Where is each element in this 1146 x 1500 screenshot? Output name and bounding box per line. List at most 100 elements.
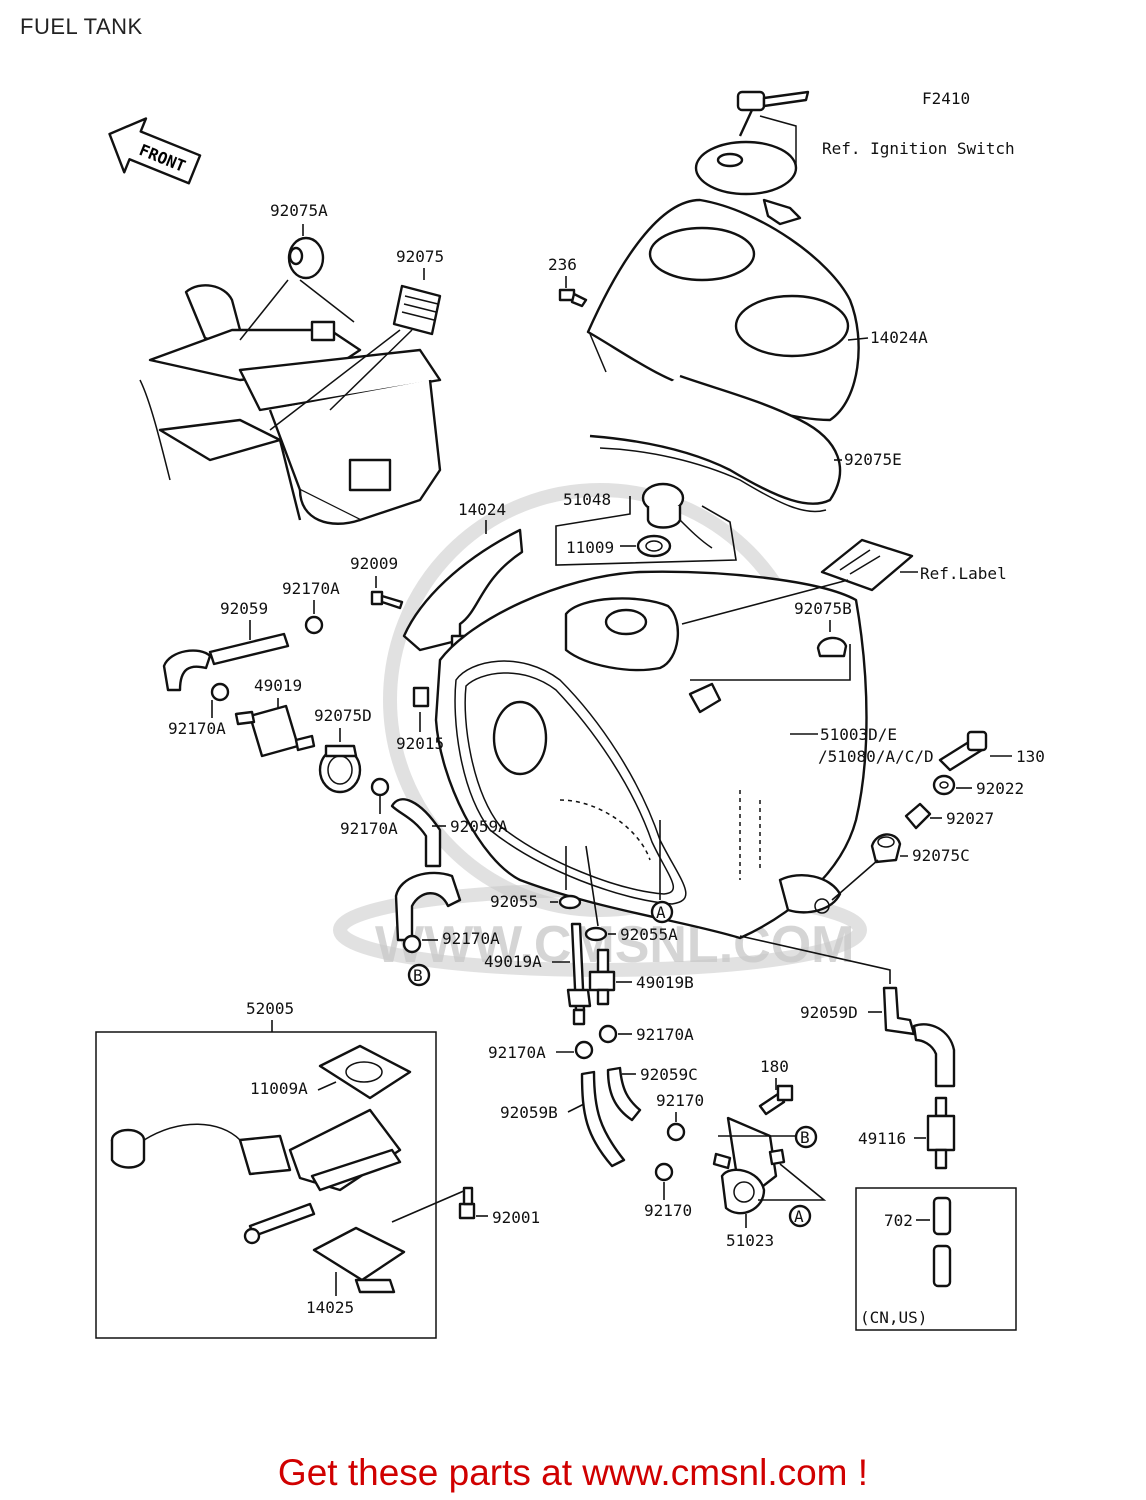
marker-b-1-text: B — [413, 966, 423, 985]
spacer-92075A-icon — [239, 236, 355, 341]
part-label-51023: 51023 — [726, 1231, 774, 1250]
hose-702-icon — [932, 1196, 952, 1288]
marker-b-2-icon: B — [794, 1125, 818, 1149]
marker-a-2-text: A — [794, 1207, 804, 1226]
part-label-92059A: 92059A — [450, 817, 508, 836]
tank-cover-14024A — [586, 198, 860, 422]
part-label-92059: 92059 — [220, 599, 268, 618]
part-label-92170A-6: 92170A — [488, 1043, 546, 1062]
hose-92059-icon — [162, 632, 290, 692]
watermark-text: WWW.CMSNL.COM — [375, 916, 854, 974]
part-label-92170A-4: 92170A — [442, 929, 500, 948]
part-label-92059C: 92059C — [640, 1065, 698, 1084]
part-label-92027: 92027 — [946, 809, 994, 828]
screw-180-icon — [758, 1084, 794, 1116]
figure-code: F2410 — [922, 89, 970, 108]
region-box-702 — [855, 1187, 1017, 1331]
grommet-92075C-icon — [870, 833, 902, 864]
page-title: FUEL TANK — [20, 14, 143, 39]
clamp-92170A-1-icon — [304, 615, 324, 635]
screw-236-icon — [558, 288, 588, 308]
part-label-92075C: 92075C — [912, 846, 970, 865]
hose-92059A-icon — [390, 798, 462, 942]
part-label-14024: 14024 — [458, 500, 506, 519]
marker-a-2-icon: A — [788, 1204, 812, 1228]
part-label-92055A: 92055A — [620, 925, 678, 944]
pipe-49019A-icon — [566, 922, 592, 1026]
ref-label-text: Ref.Label — [920, 564, 1007, 583]
hose-92059B-icon — [580, 1070, 626, 1168]
part-label-11009: 11009 — [566, 538, 614, 557]
rubber-92075B-icon — [816, 636, 848, 658]
fuel-cock-51023 — [712, 1116, 786, 1215]
clamp-92170A-5-icon — [598, 1024, 618, 1044]
part-label-92059D: 92059D — [800, 1003, 858, 1022]
ignition-key-icon — [694, 90, 810, 226]
ref-label-plate-icon — [820, 538, 914, 592]
marker-b-2-text: B — [800, 1128, 810, 1147]
band-92075D-icon — [318, 744, 362, 794]
part-label-92059B: 92059B — [500, 1103, 558, 1122]
part-label-92075: 92075 — [396, 247, 444, 266]
part-label-92170A-5: 92170A — [636, 1025, 694, 1044]
part-label-180: 180 — [760, 1057, 789, 1076]
filter-49116-icon — [926, 1096, 956, 1170]
ref-ignition-switch-label: Ref. Ignition Switch — [822, 139, 1015, 158]
part-label-92022: 92022 — [976, 779, 1024, 798]
part-label-92170A-3: 92170A — [340, 819, 398, 838]
footer-shop-link[interactable]: Get these parts at www.cmsnl.com ! — [277, 1452, 869, 1493]
part-label-702: 702 — [884, 1211, 913, 1230]
marker-a-1-icon: A — [650, 900, 674, 924]
trim-92075E — [589, 374, 842, 513]
bolt-92009-icon — [370, 590, 404, 610]
collar-92027-icon — [904, 802, 932, 830]
part-label-92170A-1: 92170A — [282, 579, 340, 598]
pipe-49019B-icon — [588, 948, 616, 1006]
clamp-92170A-2-icon — [210, 682, 230, 702]
marker-b-1-icon: B — [407, 963, 431, 987]
hose-92059C-icon — [606, 1066, 642, 1122]
part-label-92001: 92001 — [492, 1208, 540, 1227]
part-label-130: 130 — [1016, 747, 1045, 766]
part-label-51048: 51048 — [563, 490, 611, 509]
clamp-92170A-6-icon — [574, 1040, 594, 1060]
clamp-92170A-3-icon — [370, 777, 390, 797]
hose-92059D-icon — [882, 986, 956, 1088]
part-label-92075E: 92075E — [844, 450, 902, 469]
part-label-51003: 51003D/E — [820, 725, 897, 744]
part-label-49019A: 49019A — [484, 952, 542, 971]
part-label-49019: 49019 — [254, 676, 302, 695]
part-label-49116: 49116 — [858, 1129, 906, 1148]
frame-sketch — [139, 284, 442, 525]
part-label-14025: 14025 — [306, 1298, 354, 1317]
part-label-236: 236 — [548, 255, 577, 274]
screw-92001-icon — [458, 1186, 476, 1220]
oring-92055-icon — [558, 894, 582, 910]
gauge-assembly-box-52005 — [95, 1031, 437, 1339]
sender-unit-icon — [110, 1108, 402, 1245]
part-label-52005: 52005 — [246, 999, 294, 1018]
part-label-92170A-2: 92170A — [168, 719, 226, 738]
gasket-11009A-icon — [318, 1044, 412, 1100]
part-label-92075D: 92075D — [314, 706, 372, 725]
part-label-92075B: 92075B — [794, 599, 852, 618]
part-label-14024A: 14024A — [870, 328, 928, 347]
part-label-92170-2: 92170 — [644, 1201, 692, 1220]
marker-a-1-text: A — [656, 903, 666, 922]
clamp-92170-1-icon — [666, 1122, 686, 1142]
plate-14025-icon — [312, 1226, 406, 1294]
fuel-cap-51048-icon — [636, 482, 713, 558]
bolt-130-icon — [938, 730, 988, 772]
clamp-92170-2-icon — [654, 1162, 674, 1182]
washer-92022-icon — [932, 774, 956, 796]
clamp-92170A-4-icon — [402, 934, 422, 954]
part-label-92075A: 92075A — [270, 201, 328, 220]
part-label-92170-1: 92170 — [656, 1091, 704, 1110]
part-label-49019B: 49019B — [636, 973, 694, 992]
damper-92075-icon — [269, 284, 442, 431]
oring-92055A-icon — [584, 926, 608, 942]
part-label-92009: 92009 — [350, 554, 398, 573]
region-note: (CN,US) — [860, 1308, 927, 1327]
part-label-51080: /51080/A/C/D — [818, 747, 934, 766]
